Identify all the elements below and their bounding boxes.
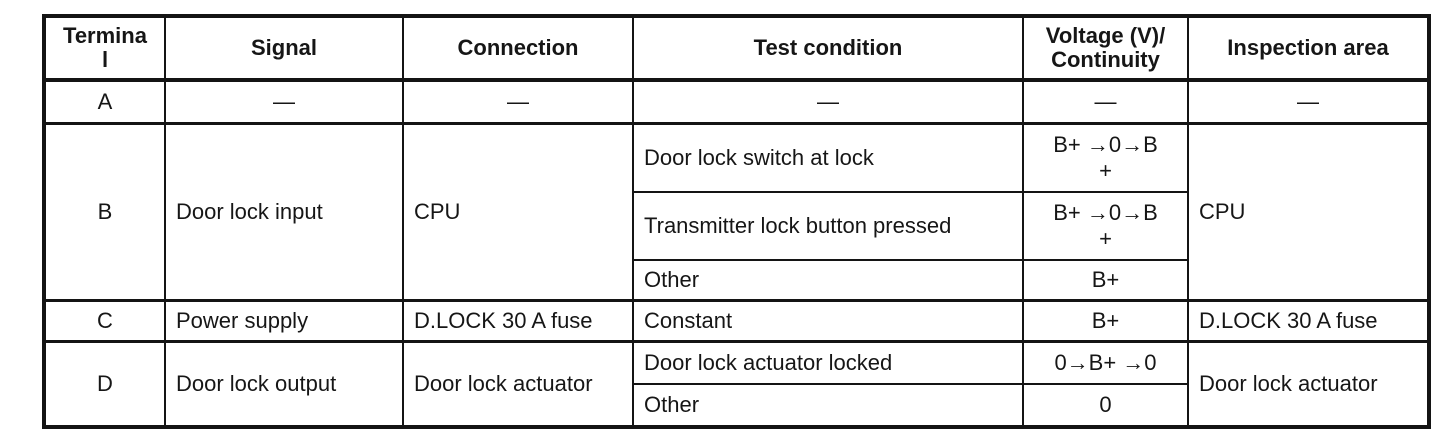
cell-voltage-b3: B+ (1022, 259, 1189, 302)
cell-voltage-d1: 0→B+ →0 (1022, 340, 1189, 385)
cell-voltage-b2: B+ →0→B + (1022, 191, 1189, 261)
cell-terminal-b: B (43, 122, 166, 302)
header-row: Termina l Signal Connection Test conditi… (43, 15, 1430, 82)
cell-test-condition-b3: Other (632, 259, 1024, 302)
cell-test-condition-c: Constant (632, 299, 1024, 343)
table-row-terminal-d-sub2: Other 0 (44, 383, 1429, 428)
cell-inspection-c: D.LOCK 30 A fuse (1187, 299, 1430, 343)
cell-signal-a: — (164, 79, 404, 125)
cell-inspection-d: Door lock actuator (1187, 340, 1430, 428)
column-header-test-condition: Test condition (632, 15, 1024, 82)
cell-signal-c: Power supply (164, 299, 404, 343)
cell-test-condition-b2: Transmitter lock button pressed (632, 191, 1024, 261)
cell-test-condition-d2: Other (632, 383, 1024, 428)
cell-terminal-c: C (43, 299, 166, 343)
table-row-terminal-a: A — — — — — (43, 79, 1430, 125)
table-row-terminal-b-sub3: Other B+ (44, 259, 1429, 302)
cell-voltage-c: B+ (1022, 299, 1189, 343)
cell-test-condition-b1: Door lock switch at lock (632, 122, 1024, 193)
cell-voltage-d2: 0 (1022, 383, 1189, 428)
cell-connection-b: CPU (402, 122, 634, 302)
table-row-terminal-b-sub2: Transmitter lock button pressed B+ →0→B … (44, 191, 1429, 261)
terminal-spec-table-container: Termina l Signal Connection Test conditi… (42, 14, 1431, 429)
cell-test-condition-d1: Door lock actuator locked (632, 340, 1024, 385)
cell-terminal-d: D (43, 340, 166, 428)
cell-test-condition-a: — (632, 79, 1024, 125)
cell-inspection-a: — (1187, 79, 1430, 125)
cell-connection-a: — (402, 79, 634, 125)
cell-voltage-b1: B+ →0→B + (1022, 122, 1189, 193)
terminal-voltage-table: Termina l Signal Connection Test conditi… (42, 14, 1431, 429)
table-row-terminal-c: C Power supply D.LOCK 30 A fuse Constant… (43, 299, 1430, 343)
cell-signal-b: Door lock input (164, 122, 404, 302)
cell-inspection-b: CPU (1187, 122, 1430, 302)
column-header-terminal: Termina l (43, 15, 166, 82)
cell-terminal-a: A (43, 79, 166, 125)
column-header-inspection-area: Inspection area (1187, 15, 1430, 82)
cell-connection-c: D.LOCK 30 A fuse (402, 299, 634, 343)
table-row-terminal-b: B Door lock input CPU Door lock switch a… (43, 122, 1430, 302)
column-header-connection: Connection (402, 15, 634, 82)
column-header-signal: Signal (164, 15, 404, 82)
table-row-terminal-d: D Door lock output Door lock actuator Do… (43, 340, 1430, 428)
cell-connection-d: Door lock actuator (402, 340, 634, 428)
cell-voltage-a: — (1022, 79, 1189, 125)
column-header-voltage-continuity: Voltage (V)/ Continuity (1022, 15, 1189, 82)
cell-signal-d: Door lock output (164, 340, 404, 428)
